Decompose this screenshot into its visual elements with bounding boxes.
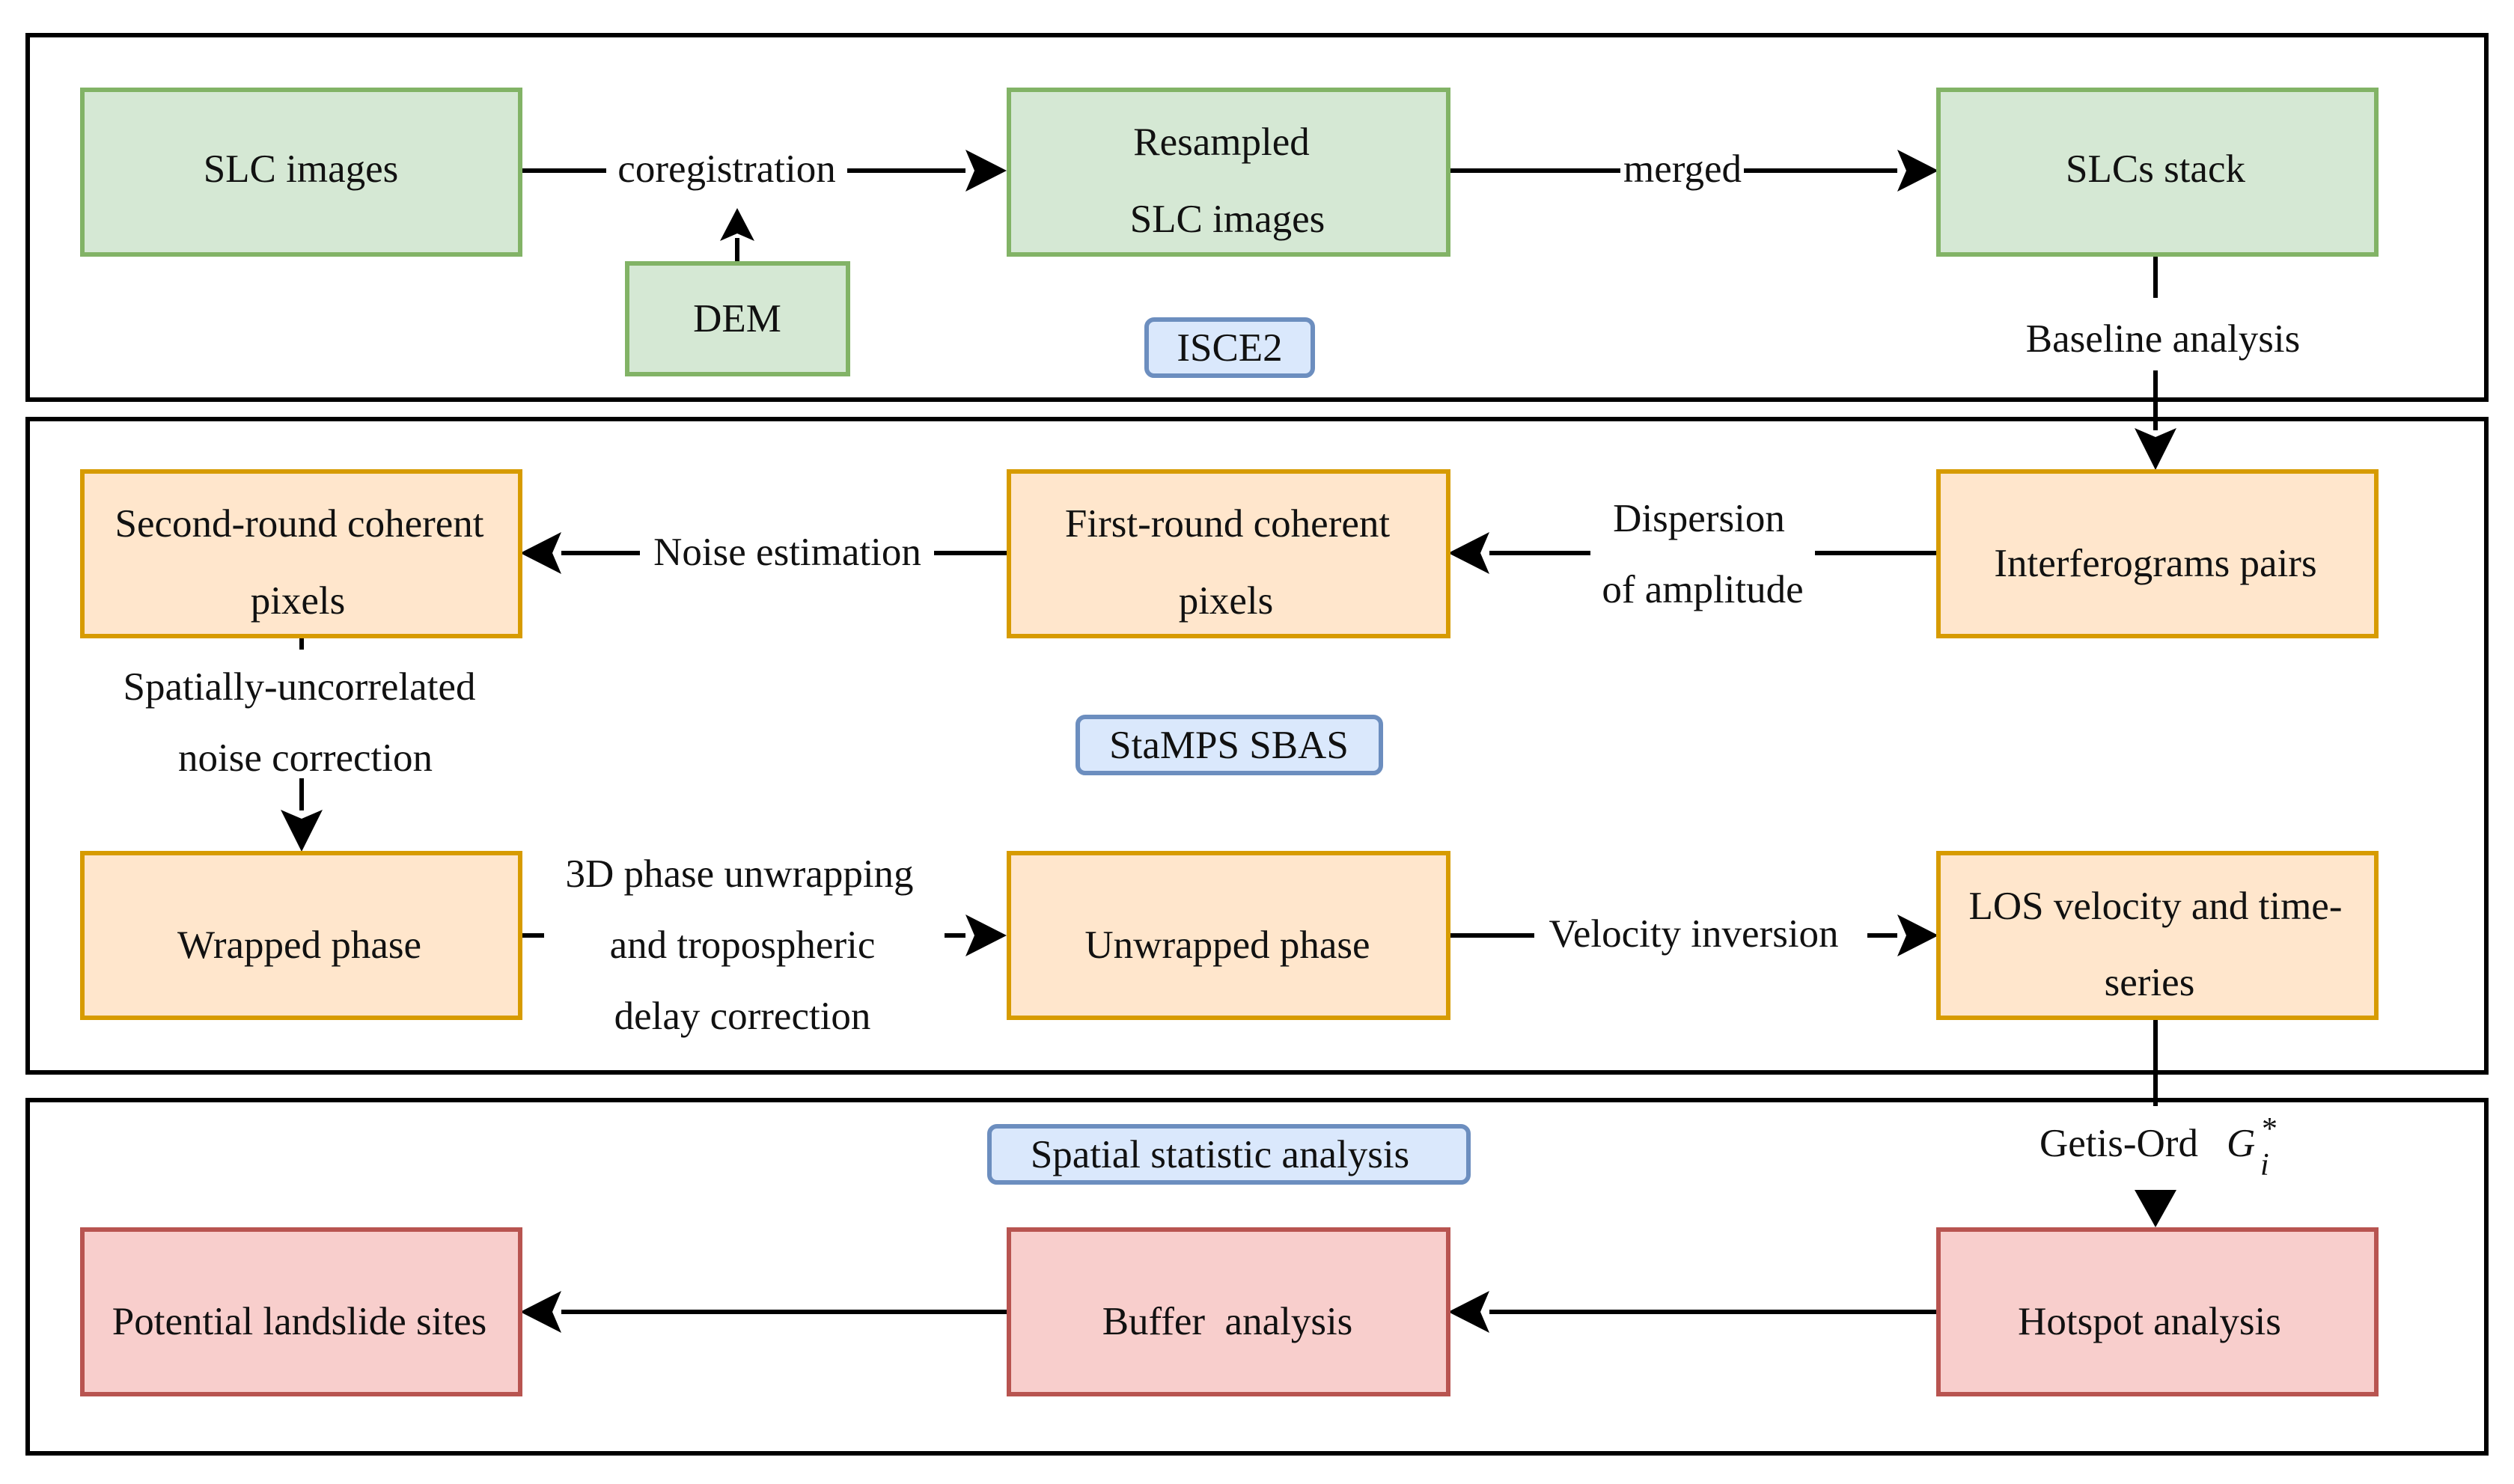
- los-velocity-label-line2: series: [2105, 961, 2195, 1004]
- arrowhead-dem: [720, 208, 754, 241]
- arrowhead-coregistration: [965, 150, 1007, 192]
- merged-label: merged: [1623, 147, 1742, 191]
- isce2-tag-box: [1144, 317, 1315, 378]
- velocity-inversion-label: Velocity inversion: [1549, 912, 1838, 956]
- spatial-tag-box: [987, 1124, 1471, 1185]
- dispersion-label-line2: of amplitude: [1602, 568, 1803, 611]
- unwrapping-label-line1: 3D phase unwrapping: [565, 852, 913, 896]
- spatially-uncorrelated-label-line2: noise correction: [178, 736, 433, 780]
- noise-estimation-label: Noise estimation: [653, 531, 921, 574]
- first-round-box: [1007, 469, 1450, 638]
- first-round-label-line1: First-round coherent: [1065, 502, 1390, 546]
- los-velocity-label-line1: LOS velocity and time-: [1969, 885, 2343, 928]
- getis-ord-label: Getis-Ord G * i: [2039, 1112, 2277, 1182]
- getis-ord-text: Getis-Ord: [2039, 1122, 2208, 1165]
- arrowhead-baseline: [2135, 428, 2176, 470]
- stamps-tag-box: [1076, 715, 1383, 775]
- second-round-label-line1: Second-round coherent: [115, 502, 483, 546]
- resampled-label-line2: SLC images: [1130, 198, 1325, 241]
- arrowhead-merged: [1897, 150, 1938, 192]
- resampled-box: [1007, 88, 1450, 257]
- unwrapped-phase-label: Unwrapped phase: [1084, 923, 1370, 967]
- interferograms-label: Interferograms pairs: [1994, 542, 2316, 585]
- interferograms-box: [1936, 469, 2379, 638]
- arrowhead-velocity: [1897, 914, 1938, 956]
- edge-labels: coregistration merged Baseline analysis …: [123, 147, 2301, 1182]
- hotspot-analysis-label: Hotspot analysis: [2018, 1300, 2281, 1343]
- arrowhead-noise: [520, 532, 561, 574]
- resampled-label-line1: Resampled: [1133, 120, 1310, 164]
- dem-label: DEM: [693, 297, 781, 341]
- dispersion-label-line1: Dispersion: [1613, 497, 1785, 540]
- buffer-analysis-box: [1007, 1227, 1450, 1396]
- coregistration-label: coregistration: [617, 147, 835, 191]
- g-symbol: G: [2227, 1122, 2255, 1165]
- hotspot-analysis-box: [1936, 1227, 2379, 1396]
- spatial-tag-label: Spatial statistic analysis: [1031, 1133, 1409, 1176]
- first-round-label-line2: pixels: [1179, 579, 1274, 623]
- unwrapping-label-line3: delay correction: [614, 995, 871, 1038]
- dem-box: [625, 261, 850, 376]
- stamps-boxes: Second-round coherent pixels First-round…: [80, 469, 2379, 1020]
- arrowhead-dispersion: [1448, 532, 1489, 574]
- section-tags: ISCE2 StaMPS SBAS Spatial statistic anal…: [987, 317, 1471, 1185]
- slcs-stack-label: SLCs stack: [2066, 147, 2245, 191]
- spatial-boxes: Potential landslide sites Buffer analysi…: [80, 1227, 2379, 1396]
- arrowhead-unwrap: [965, 914, 1007, 956]
- unwrapped-phase-box: [1007, 851, 1450, 1020]
- second-round-box: [80, 469, 522, 638]
- g-superscript: *: [2262, 1112, 2277, 1146]
- isce2-boxes: SLC images DEM Resampled SLC images SLCs…: [80, 88, 2379, 376]
- isce2-tag-label: ISCE2: [1177, 326, 1282, 370]
- buffer-analysis-label: Buffer analysis: [1102, 1300, 1353, 1343]
- arrowhead-hotspot-buffer: [1448, 1291, 1489, 1333]
- second-round-label-line2: pixels: [251, 579, 346, 623]
- arrowhead-getis: [2135, 1190, 2176, 1227]
- arrowhead-spatial: [281, 810, 323, 852]
- los-velocity-box: [1936, 851, 2379, 1020]
- stamps-tag-label: StaMPS SBAS: [1109, 724, 1349, 767]
- unwrapping-label-line2: and tropospheric: [610, 923, 876, 967]
- slc-images-box: [80, 88, 522, 257]
- arrowhead-buffer-potential: [520, 1291, 561, 1333]
- edges: [281, 150, 2176, 1333]
- slcs-stack-box: [1936, 88, 2379, 257]
- baseline-analysis-label: Baseline analysis: [2026, 317, 2301, 361]
- wrapped-phase-box: [80, 851, 522, 1020]
- slc-images-label: SLC images: [204, 147, 399, 191]
- g-subscript: i: [2260, 1148, 2269, 1182]
- spatially-uncorrelated-label-line1: Spatially-uncorrelated: [123, 665, 476, 709]
- wrapped-phase-label: Wrapped phase: [177, 923, 421, 967]
- potential-sites-box: [80, 1227, 522, 1396]
- potential-sites-label: Potential landslide sites: [112, 1300, 487, 1343]
